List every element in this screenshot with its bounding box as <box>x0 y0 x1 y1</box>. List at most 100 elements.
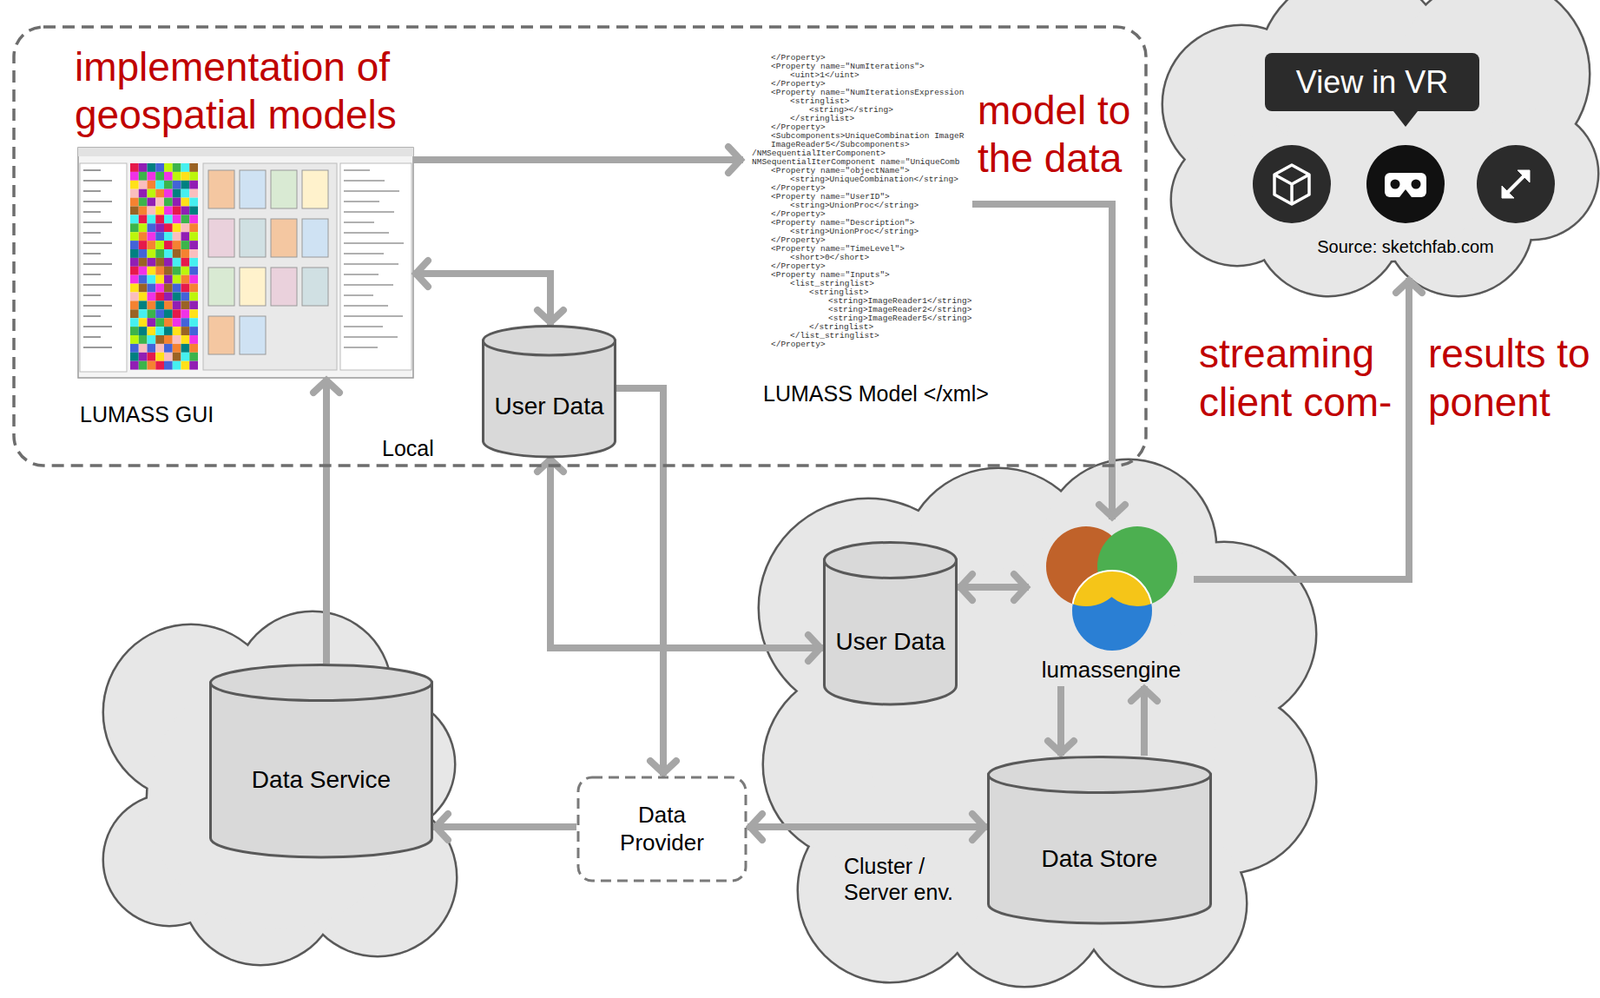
model-component <box>270 267 297 306</box>
map-cell <box>172 240 182 250</box>
cylinder-body <box>988 774 1212 923</box>
cylinder-body <box>210 682 433 857</box>
map-cell <box>147 249 157 258</box>
code-line: <Property name="objectName"> <box>770 166 910 176</box>
node-label: Cluster / Server env. <box>843 852 983 905</box>
map-cell <box>155 231 165 241</box>
map-cell <box>164 223 173 232</box>
code-line: <stringlist> <box>809 288 869 297</box>
annotation-text: ponent <box>1428 378 1551 427</box>
node-label: Local <box>381 434 435 461</box>
list-row <box>83 210 101 213</box>
map-cell <box>155 240 165 250</box>
map-cell <box>147 266 157 276</box>
map-cell <box>172 180 182 190</box>
map-cell <box>189 189 198 198</box>
annotation-text: model to the data <box>977 86 1152 183</box>
map-cell <box>189 275 198 284</box>
model-component <box>239 267 266 306</box>
map-cell <box>164 317 173 327</box>
map-cell <box>147 197 157 207</box>
map-cell <box>181 249 191 258</box>
map-cell <box>189 300 198 310</box>
map-cell <box>172 309 182 318</box>
map-cell <box>181 171 191 181</box>
connector-arrow <box>1193 277 1410 580</box>
map-cell <box>147 361 157 370</box>
property-row <box>343 325 383 328</box>
map-cell <box>138 171 148 181</box>
map-cell <box>189 180 198 190</box>
map-cell <box>130 163 139 172</box>
list-row <box>83 315 101 317</box>
database-cylinder-outline <box>823 540 958 705</box>
map-cell <box>147 335 157 344</box>
model-component <box>239 316 266 355</box>
map-cell <box>189 223 198 232</box>
list-row <box>83 304 112 307</box>
cloud-outline <box>1163 0 1598 296</box>
map-cell <box>138 214 148 224</box>
map-cell <box>138 335 148 344</box>
map-cell <box>130 292 139 302</box>
map-cell <box>138 266 148 276</box>
tooltip-pointer <box>1393 111 1418 127</box>
map-cell <box>164 361 173 370</box>
list-row <box>83 273 101 276</box>
map-cell <box>130 283 139 293</box>
map-cell <box>189 343 198 353</box>
map-cell <box>189 249 198 258</box>
map-cell <box>172 249 182 258</box>
map-cell <box>164 163 173 172</box>
property-row <box>343 242 404 244</box>
node-label: Data Store <box>1041 843 1159 874</box>
code-line: <Property name="Description"> <box>770 218 915 228</box>
code-line: </stringlist> <box>809 322 874 332</box>
map-cell <box>181 317 191 327</box>
map-cell <box>138 352 148 362</box>
map-cell <box>138 231 148 241</box>
list-row <box>83 221 112 224</box>
connector-arrow <box>433 823 577 830</box>
map-cell <box>155 266 165 276</box>
list-row <box>83 200 112 203</box>
map-cell <box>130 240 139 250</box>
map-cell <box>189 257 198 267</box>
map-cell <box>189 266 198 276</box>
property-row <box>343 273 379 276</box>
map-cell <box>130 326 139 336</box>
model-component <box>302 267 329 306</box>
code-line: </Property> <box>770 210 826 219</box>
map-cell <box>147 300 157 310</box>
database-cylinder: User Data <box>823 540 958 705</box>
map-cell <box>164 231 173 241</box>
node-label: User Data <box>493 391 604 422</box>
map-cell <box>189 214 198 224</box>
code-line: <stringlist> <box>790 97 850 106</box>
cylinder-body <box>824 559 957 705</box>
map-cell <box>189 240 198 250</box>
map-cell <box>181 240 191 250</box>
map-cell <box>181 275 191 284</box>
code-line: <list_stringlist> <box>790 279 875 289</box>
map-cell <box>147 283 157 293</box>
map-cell <box>155 300 165 310</box>
map-cell <box>164 335 173 344</box>
map-cell <box>164 300 173 310</box>
map-cell <box>181 180 191 190</box>
list-row <box>83 190 101 192</box>
map-cell <box>155 352 165 362</box>
database-cylinder: Data Service <box>209 663 434 857</box>
node-label: Data Service <box>251 764 391 795</box>
map-cell <box>172 275 182 284</box>
node-label: Source: sketchfab.com <box>1275 236 1536 257</box>
map-cell <box>164 240 173 250</box>
map-cell <box>172 326 182 336</box>
list-row <box>83 263 112 265</box>
annotation-text: implementation of geospatial models <box>74 43 457 139</box>
property-row <box>343 169 370 172</box>
cloud-fill <box>1163 0 1598 296</box>
code-line: </list_stringlist> <box>790 331 880 341</box>
list-row <box>83 231 101 234</box>
model-component <box>208 316 235 355</box>
